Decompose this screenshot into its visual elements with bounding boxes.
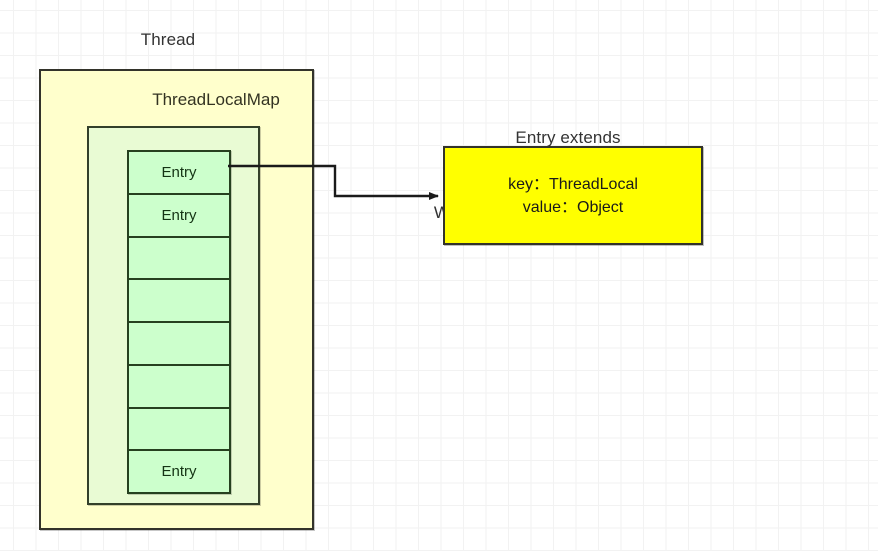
threadlocalmap-box[interactable]: Entry Entry Entry bbox=[87, 126, 260, 505]
entry-cell[interactable]: Entry bbox=[129, 451, 229, 492]
entry-cell[interactable] bbox=[129, 280, 229, 323]
entry-cell[interactable] bbox=[129, 365, 229, 409]
entry-cell[interactable] bbox=[129, 237, 229, 281]
threadlocalmap-label: ThreadLocalMap bbox=[152, 90, 280, 109]
entry-detail-box[interactable]: key：ThreadLocal value：Object bbox=[443, 146, 703, 245]
entry-cell[interactable] bbox=[129, 408, 229, 452]
thread-label: Thread bbox=[140, 30, 196, 49]
entry-value-field: value：Object bbox=[522, 198, 624, 216]
entry-key-field: key：ThreadLocal bbox=[508, 175, 638, 193]
entry-class-caption-line1: Entry extends bbox=[515, 128, 621, 147]
entry-cell[interactable]: Entry bbox=[129, 152, 229, 195]
entry-cell[interactable] bbox=[129, 323, 229, 366]
entry-cell[interactable]: Entry bbox=[129, 194, 229, 238]
entry-table: Entry Entry Entry bbox=[127, 150, 231, 494]
thread-box[interactable]: ThreadLocalMap Entry Entry Entry bbox=[39, 69, 314, 530]
